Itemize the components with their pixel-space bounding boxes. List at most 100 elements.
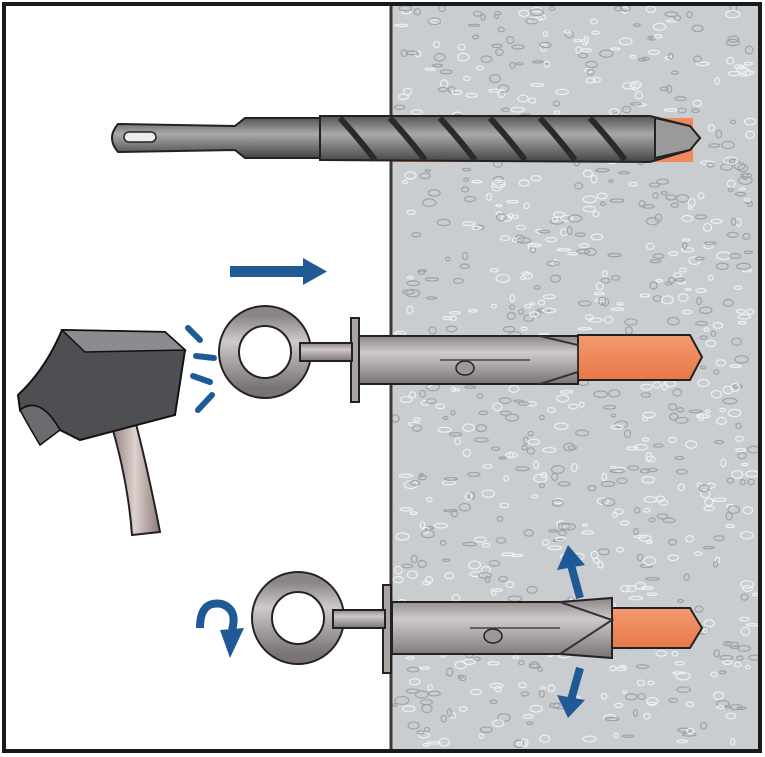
concrete-speckle (747, 478, 755, 486)
concrete-speckle (708, 143, 721, 148)
concrete-speckle (681, 238, 691, 242)
concrete-speckle (720, 140, 735, 150)
concrete-speckle (537, 666, 544, 672)
concrete-speckle (581, 530, 595, 535)
concrete-speckle (624, 693, 638, 701)
concrete-speckle (586, 68, 595, 76)
concrete-speckle (590, 233, 604, 241)
concrete-speckle (499, 502, 510, 509)
concrete-speckle (450, 386, 456, 393)
concrete-speckle (480, 55, 493, 64)
concrete-speckle (401, 179, 409, 185)
concrete-speckle (670, 70, 679, 76)
concrete-speckle (463, 75, 471, 82)
concrete-speckle (411, 424, 423, 432)
concrete-speckle (554, 88, 570, 95)
concrete-speckle (715, 359, 727, 367)
concrete-speckle (521, 444, 528, 451)
concrete-speckle (552, 211, 566, 218)
concrete-speckle (506, 311, 516, 320)
concrete-speckle (492, 179, 506, 186)
concrete-speckle (496, 713, 511, 723)
concrete-speckle (604, 717, 620, 722)
concrete-speckle (578, 300, 592, 307)
concrete-speckle (509, 304, 515, 311)
concrete-speckle (499, 410, 512, 416)
concrete-speckle (546, 260, 560, 267)
concrete-speckle (418, 472, 425, 478)
concrete-speckle (646, 592, 658, 597)
concrete-speckle (539, 686, 546, 690)
concrete-speckle (740, 626, 751, 636)
concrete-speckle (745, 130, 756, 139)
concrete-speckle (629, 82, 640, 91)
concrete-speckle (471, 179, 483, 184)
concrete-speckle (552, 100, 561, 107)
concrete-speckle (680, 247, 695, 253)
concrete-speckle (529, 82, 545, 88)
concrete-speckle (703, 505, 716, 512)
concrete-speckle (560, 214, 574, 222)
concrete-speckle (712, 321, 724, 329)
concrete-speckle (401, 563, 414, 569)
concrete-speckle (405, 288, 421, 298)
concrete-speckle (640, 392, 652, 398)
concrete-speckle (633, 23, 641, 27)
concrete-speckle (527, 438, 541, 446)
concrete-speckle (685, 701, 695, 708)
concrete-speckle (610, 465, 617, 470)
concrete-speckle (451, 89, 463, 96)
concrete-speckle (600, 692, 608, 700)
concrete-speckle (681, 309, 693, 315)
concrete-speckle (649, 259, 662, 264)
concrete-speckle (473, 437, 489, 443)
concrete-speckle (655, 495, 666, 503)
concrete-speckle (488, 74, 501, 84)
concrete-speckle (677, 727, 692, 733)
concrete-speckle (660, 190, 668, 196)
concrete-speckle (744, 664, 751, 670)
concrete-speckle (678, 293, 689, 303)
concrete-speckle (585, 60, 599, 69)
concrete-speckle (597, 548, 610, 556)
concrete-speckle (685, 440, 698, 449)
concrete-speckle (515, 224, 526, 231)
concrete-speckle (405, 656, 416, 660)
concrete-speckle (495, 204, 503, 208)
concrete-speckle (436, 218, 451, 227)
concrete-speckle (527, 243, 542, 248)
concrete-speckle (601, 497, 616, 507)
concrete-speckle (511, 237, 518, 243)
concrete-speckle (671, 650, 679, 657)
concrete-speckle (518, 308, 525, 315)
concrete-speckle (707, 123, 716, 132)
drill-step (111, 115, 702, 164)
concrete-speckle (692, 99, 703, 107)
concrete-speckle (714, 439, 725, 445)
concrete-speckle (521, 271, 531, 276)
concrete-speckle (667, 52, 674, 60)
concrete-speckle (694, 214, 707, 220)
concrete-speckle (499, 235, 511, 242)
concrete-speckle (675, 468, 688, 475)
concrete-speckle (726, 179, 736, 188)
concrete-speckle (499, 397, 512, 405)
concrete-speckle (426, 397, 437, 405)
concrete-speckle (725, 641, 739, 647)
concrete-speckle (722, 385, 734, 395)
concrete-speckle (668, 436, 678, 444)
concrete-speckle (702, 627, 709, 634)
concrete-speckle (676, 598, 685, 604)
concrete-speckle (480, 13, 486, 21)
concrete-speckle (645, 217, 660, 226)
concrete-speckle (457, 43, 466, 51)
concrete-speckle (530, 174, 542, 182)
concrete-speckle (695, 414, 711, 419)
concrete-speckle (614, 420, 629, 429)
concrete-speckle (479, 726, 493, 734)
concrete-speckle (535, 309, 541, 318)
concrete-speckle (554, 422, 569, 430)
concrete-speckle (627, 465, 640, 471)
concrete-speckle (693, 551, 703, 556)
concrete-speckle (545, 236, 558, 243)
